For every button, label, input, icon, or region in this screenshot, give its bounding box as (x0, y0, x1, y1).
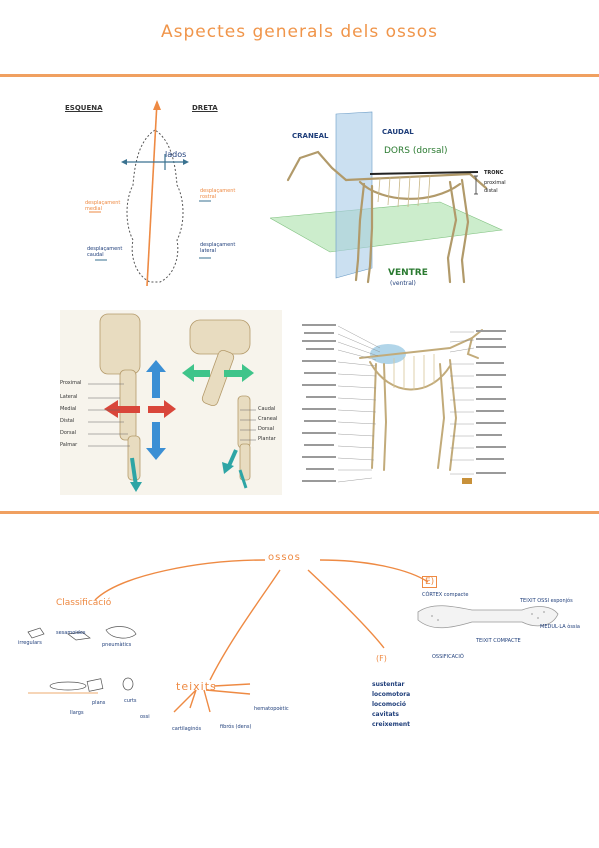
right-side-label: DRETA (192, 104, 218, 112)
function-4: cavitats (372, 711, 399, 718)
label-craneal: Craneal (258, 416, 278, 422)
tronc-proximal: proximal (484, 180, 506, 186)
horse-planes-diagram: CRANEAL CAUDAL DORS (dorsal) TRONC proxi… (270, 110, 510, 295)
function-3: locomoció (372, 701, 406, 708)
label-plantar: Plantar (258, 436, 276, 442)
label-medial: Medial (60, 406, 77, 412)
label-proximal: Proximal (60, 380, 82, 386)
tronc-distal: distal (484, 188, 498, 194)
mindmap-structure-node: E) (422, 576, 438, 588)
center-axis-label: lados (165, 150, 187, 159)
directional-silhouette-diagram: ESQUENA DRETA lados desplaçament medial … (55, 100, 255, 290)
label-dorsal-right: Dorsal (258, 426, 275, 432)
functions-list: sustentar locomotora locomoció cavitats … (372, 680, 410, 730)
caudal-label: CAUDAL (382, 128, 414, 136)
bones-mindmap: ossos E) Classificació teixits (F) llarg… (0, 530, 599, 760)
left-note-caudal: desplaçament caudal (87, 246, 123, 258)
tissue-ossi: ossi (140, 714, 150, 720)
limb-directions-drawing (88, 313, 256, 492)
ventre-sub-label: (ventral) (390, 280, 416, 287)
label-distal: Distal (60, 418, 75, 424)
tissue-fibros: fibrós (dens) (220, 724, 252, 730)
mindmap-center: ossos (268, 552, 301, 563)
left-side-label: ESQUENA (65, 104, 103, 112)
right-note-lateral: desplaçament lateral (200, 242, 236, 254)
bone-type-sesamoides: sesamoides (56, 630, 86, 636)
bone-section-sketch (417, 605, 559, 629)
tissue-cartilaginos: cartilaginós (172, 726, 202, 732)
cranial-label: CRANEAL (292, 132, 329, 140)
bone-type-sketches (27, 626, 137, 694)
classification-node: Classificació (56, 598, 112, 608)
tissues-node: teixits (176, 680, 217, 693)
bone-type-curts: curts (124, 698, 137, 704)
silhouette-drawing (89, 100, 211, 287)
label-lateral: Lateral (60, 394, 78, 400)
bone-type-plans: plans (92, 700, 106, 706)
mindmap-connectors (94, 559, 429, 713)
function-1: sustentar (372, 681, 405, 688)
bone-type-irregulars: irregulars (18, 640, 42, 646)
middle-divider (0, 511, 599, 514)
label-dorsal: Dorsal (60, 430, 77, 436)
bone-part-marrow: MEDUL·LA òssia (540, 624, 580, 630)
bone-type-llargs: llargs (70, 710, 84, 716)
label-caudal: Caudal (258, 406, 276, 412)
labeled-skeleton-figure (300, 318, 512, 490)
functions-node: (F) (376, 654, 387, 663)
function-5: creixement (372, 721, 411, 728)
bone-part-spongy: TEIXIT OSSI esponjós (520, 598, 573, 604)
horse-planes-drawing (270, 111, 504, 284)
bone-part-cortex: CÒRTEX compacte (422, 592, 469, 598)
ventre-label: VENTRE (388, 268, 428, 278)
left-note-medial: desplaçament medial (85, 200, 121, 212)
right-note-rostral: desplaçament rostral (200, 188, 236, 200)
bone-type-pneumatics: pneumàtics (102, 642, 132, 648)
labeled-skeleton-drawing (302, 324, 506, 484)
page-title: Aspectes generals dels ossos (161, 22, 438, 42)
tronc-label: TRONC (484, 170, 504, 176)
top-divider (0, 74, 599, 77)
label-palmar: Palmar (60, 442, 78, 448)
bone-part-ossification: OSSIFICACIÓ (432, 654, 464, 660)
limb-directions-diagram: Proximal Lateral Medial Distal Dorsal Pa… (60, 310, 282, 495)
tissue-hematopoetic: hematopoètic (254, 706, 289, 712)
function-2: locomotora (372, 691, 411, 698)
dors-label: DORS (dorsal) (384, 146, 448, 156)
bone-part-compact: TEIXIT COMPACTE (476, 638, 521, 644)
